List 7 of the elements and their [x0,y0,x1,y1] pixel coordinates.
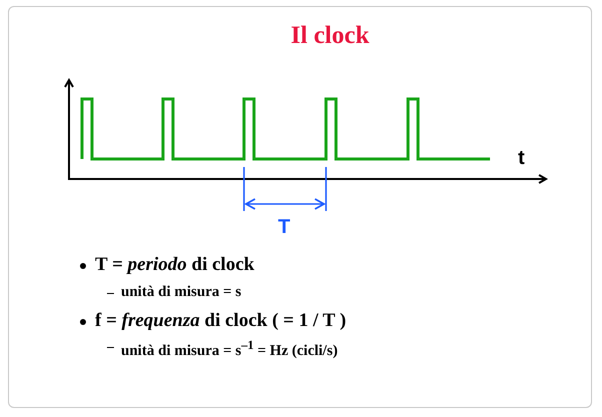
slide-title: Il clock [290,22,370,50]
sub-bullet-text: unità di misura = s [121,284,242,301]
sub-bullet-text: unità di misura = s$^{–1}$ = Hz (cicli/s) [121,338,338,360]
bullet-text: f = frequenza di clock ( = 1 / T ) [95,310,346,332]
axis-label: t [518,147,525,170]
period-label: T [278,216,290,239]
bullet-text: T = periodo di clock [95,254,254,276]
